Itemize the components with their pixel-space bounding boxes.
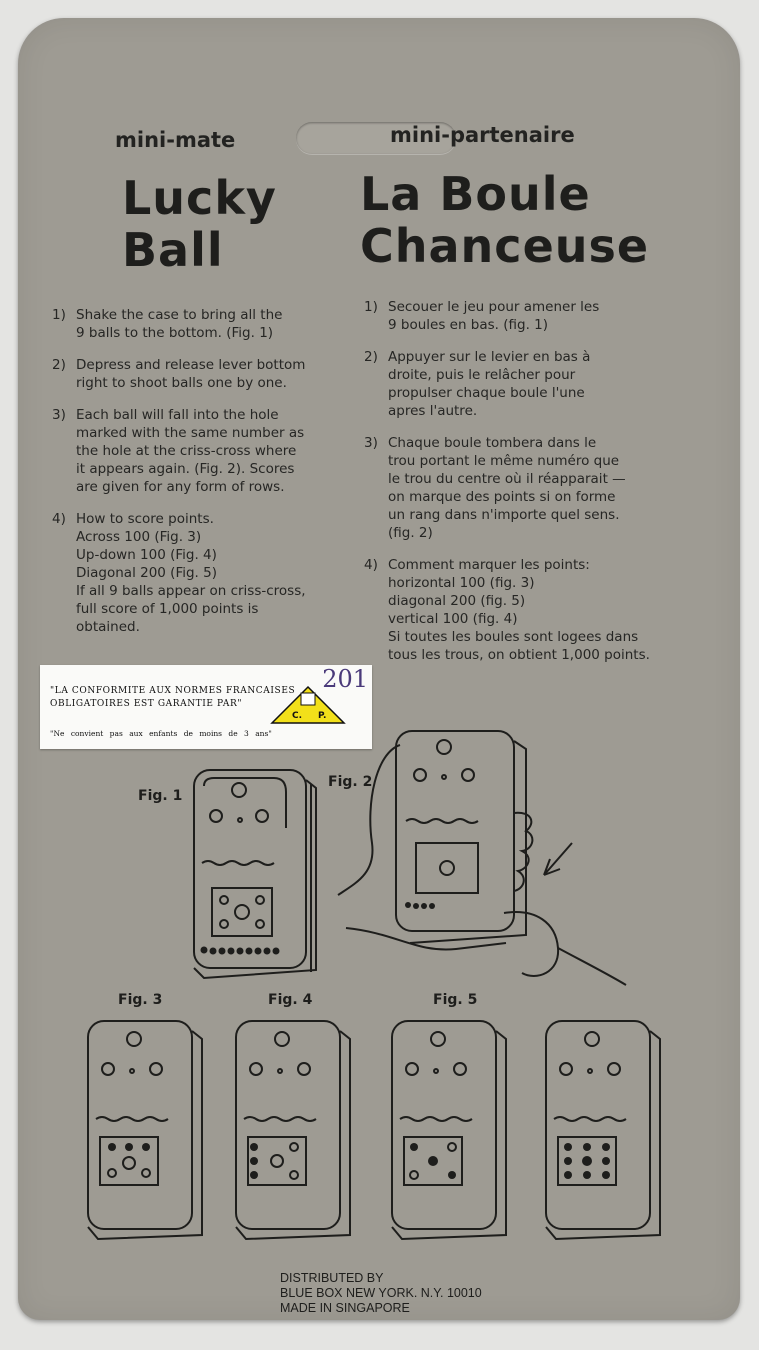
instructions-fr: 1) Secouer le jeu pour amener les 9 boul…	[364, 298, 714, 678]
full-score-illustration	[545, 1020, 661, 1241]
sticker-age-warning: "Ne convient pas aux enfants de moins de…	[50, 729, 272, 738]
step-number: 4)	[52, 511, 66, 527]
text-line: Chaque boule tombera dans le	[388, 435, 597, 451]
fig-3-illustration	[87, 1020, 203, 1241]
text-line: un rang dans n'importe quel sens.	[388, 507, 620, 523]
text-line: 9 boules en bas. (fig. 1)	[388, 317, 549, 333]
fig-4-illustration	[235, 1020, 351, 1241]
text-line: marked with the same number as	[76, 425, 305, 441]
text-line: are given for any form of rows.	[76, 479, 285, 495]
step-number: 1)	[52, 307, 66, 323]
distributor-info: DISTRIBUTED BY BLUE BOX NEW YORK. N.Y. 1…	[280, 1271, 482, 1316]
text-line: tous les trous, on obtient 1,000 points.	[388, 647, 650, 663]
text-line: 9 balls to the bottom. (Fig. 1)	[76, 325, 274, 341]
sticker-code: 201	[322, 665, 368, 693]
footer-line-2: BLUE BOX NEW YORK. N.Y. 10010	[280, 1286, 482, 1300]
fig-5-illustration	[391, 1020, 507, 1241]
text-line: Appuyer sur le levier en bas à	[388, 349, 591, 365]
cp-logo-icon	[270, 685, 346, 724]
brand-en: mini-mate	[115, 128, 236, 152]
text-line: apres l'autre.	[388, 403, 478, 419]
instruction-en-2: 2) Depress and release lever bottom righ…	[52, 356, 352, 392]
step-number: 3)	[52, 407, 66, 423]
fig-1-illustration	[193, 769, 317, 980]
text-line: the hole at the criss-cross where	[76, 443, 297, 459]
hanger-slot	[296, 122, 456, 154]
text-line: Comment marquer les points:	[388, 557, 590, 573]
fig-2-label: Fig. 2	[328, 774, 373, 790]
text-line: Depress and release lever bottom	[76, 357, 306, 373]
footer-line-1: DISTRIBUTED BY	[280, 1271, 384, 1285]
text-line: How to score points.	[76, 511, 214, 527]
text-line: Si toutes les boules sont logees dans	[388, 629, 639, 645]
instruction-en-3: 3) Each ball will fall into the hole mar…	[52, 406, 352, 496]
sticker-conformity-text: "LA CONFORMITE AUX NORMES FRANCAISES OBL…	[50, 686, 296, 709]
text-line: diagonal 200 (fig. 5)	[388, 593, 526, 609]
title-fr-line-1: La Boule	[360, 167, 591, 221]
text-line: Secouer le jeu pour amener les	[388, 299, 600, 315]
step-number: 3)	[364, 435, 378, 451]
fig-1-label: Fig. 1	[138, 788, 183, 804]
text-line: Up-down 100 (Fig. 4)	[76, 547, 217, 563]
brand-fr: mini-partenaire	[390, 123, 575, 147]
text-line: (fig. 2)	[388, 525, 433, 541]
text-line: it appears again. (Fig. 2). Scores	[76, 461, 295, 477]
cp-logo-p: P.	[318, 711, 327, 721]
text-line: propulser chaque boule l'une	[388, 385, 585, 401]
text-line: right to shoot balls one by one.	[76, 375, 287, 391]
conformity-sticker: "LA CONFORMITE AUX NORMES FRANCAISES OBL…	[40, 665, 372, 749]
instruction-en-1: 1) Shake the case to bring all the 9 bal…	[52, 306, 352, 342]
text-line: horizontal 100 (fig. 3)	[388, 575, 535, 591]
text-line: droite, puis le relâcher pour	[388, 367, 576, 383]
text-line: trou portant le même numéro que	[388, 453, 620, 469]
instruction-fr-2: 2) Appuyer sur le levier en bas à droite…	[364, 348, 714, 420]
cp-logo-c: C.	[292, 711, 303, 721]
text-line: Across 100 (Fig. 3)	[76, 529, 202, 545]
text-line: full score of 1,000 points is	[76, 601, 259, 617]
text-line: Shake the case to bring all the	[76, 307, 283, 323]
fig-2-illustration	[337, 730, 627, 986]
step-number: 2)	[52, 357, 66, 373]
text-line: le trou du centre où il réapparait —	[388, 471, 626, 487]
instruction-fr-3: 3) Chaque boule tombera dans le trou por…	[364, 434, 714, 542]
text-line: vertical 100 (fig. 4)	[388, 611, 518, 627]
title-fr-line-2: Chanceuse	[360, 219, 650, 273]
text-line: obtained.	[76, 619, 140, 635]
instructions-en: 1) Shake the case to bring all the 9 bal…	[52, 306, 352, 650]
title-en-line-1: Lucky	[122, 171, 277, 225]
title-en-line-2: Ball	[122, 223, 224, 277]
step-number: 4)	[364, 557, 378, 573]
fig-4-label: Fig. 4	[268, 992, 313, 1008]
title-en: Lucky Ball	[122, 172, 277, 276]
instruction-en-4: 4) How to score points. Across 100 (Fig.…	[52, 510, 352, 636]
title-fr: La Boule Chanceuse	[360, 168, 649, 272]
fig-5-label: Fig. 5	[433, 992, 478, 1008]
footer-line-3: MADE IN SINGAPORE	[280, 1301, 410, 1315]
instruction-fr-4: 4) Comment marquer les points: horizonta…	[364, 556, 714, 664]
text-line: on marque des points si on forme	[388, 489, 616, 505]
text-line: If all 9 balls appear on criss-cross,	[76, 583, 306, 599]
instruction-fr-1: 1) Secouer le jeu pour amener les 9 boul…	[364, 298, 714, 334]
text-line: Diagonal 200 (Fig. 5)	[76, 565, 217, 581]
fig-3-label: Fig. 3	[118, 992, 163, 1008]
step-number: 2)	[364, 349, 378, 365]
step-number: 1)	[364, 299, 378, 315]
text-line: Each ball will fall into the hole	[76, 407, 279, 423]
